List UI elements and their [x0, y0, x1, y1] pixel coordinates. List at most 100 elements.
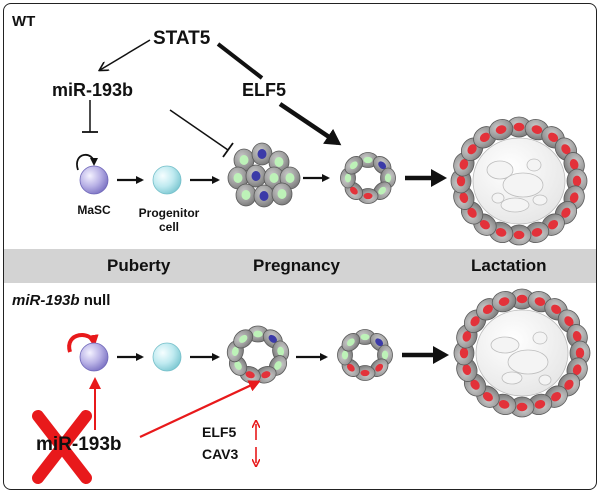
node-mir193b: miR-193b — [52, 80, 134, 100]
cell-nucleus — [479, 220, 490, 230]
cell-nucleus — [516, 294, 528, 304]
cell-nucleus — [239, 334, 248, 343]
cell-nucleus — [561, 207, 571, 218]
cell-nucleus — [551, 304, 562, 314]
milk-droplet — [490, 336, 520, 354]
panel-label-null-gene: miR-193b — [12, 292, 80, 309]
inhibit-mir193b-pregnancy — [169, 109, 229, 151]
cell-nucleus — [234, 361, 242, 370]
node-stat5: STAT5 — [153, 28, 211, 49]
cell-nucleus — [285, 173, 295, 183]
milk-droplet — [532, 331, 548, 345]
cell-label-masc: MaSC — [77, 203, 111, 217]
milk-droplet — [507, 349, 549, 375]
cell-nucleus — [531, 228, 543, 237]
cell-nucleus — [349, 161, 358, 170]
figure-frame — [3, 3, 597, 490]
milk-droplet — [500, 197, 530, 213]
cell-nucleus — [564, 379, 574, 390]
cell-nucleus — [233, 173, 243, 183]
cell-nucleus — [548, 220, 559, 230]
cell-nucleus — [470, 316, 480, 327]
deleted-gene-label: miR-193b — [36, 434, 122, 455]
cell-nucleus — [459, 192, 469, 203]
cell-nucleus — [482, 392, 493, 402]
cell-nucleus — [561, 144, 571, 155]
cell-nucleus — [245, 371, 255, 379]
cell-nucleus — [572, 175, 582, 187]
cell-nucleus — [259, 191, 269, 201]
cell-nucleus — [344, 173, 352, 183]
cell-nucleus — [274, 157, 284, 167]
progenitor-cell-null — [152, 342, 182, 372]
cell-nucleus — [363, 156, 373, 164]
cell-nucleus — [495, 228, 507, 237]
cell-nucleus — [456, 175, 466, 187]
curved-arrow-icon — [67, 333, 99, 353]
alveolus-small-wt — [340, 152, 396, 204]
cell-nucleus — [575, 347, 585, 359]
cell-nucleus — [495, 125, 507, 134]
gene-label-cav3: CAV3 — [202, 446, 239, 462]
cell-nucleus — [569, 192, 579, 203]
cell-nucleus — [467, 144, 477, 155]
alveolus-small-null — [337, 329, 393, 381]
cell-nucleus — [277, 346, 285, 357]
alveolus-pregnancy-null — [226, 325, 290, 384]
cell-nucleus — [360, 333, 370, 341]
cell-nucleus — [269, 173, 279, 183]
cell-nucleus — [375, 363, 384, 372]
cell-nucleus — [531, 125, 543, 134]
alveolus-lactation-null — [453, 288, 591, 418]
panel-label-null: miR-193b null — [12, 292, 110, 309]
cell-nucleus — [241, 190, 251, 200]
cell-nucleus — [381, 350, 389, 360]
arrow-stat5-to-mir193b — [100, 39, 151, 70]
milk-droplet — [526, 158, 542, 172]
cell-nucleus — [569, 159, 579, 170]
cell-nucleus — [253, 330, 263, 338]
cell-nucleus — [459, 159, 469, 170]
cell-nucleus — [231, 346, 239, 357]
milk-droplet — [532, 194, 548, 206]
cell-nucleus — [516, 402, 528, 412]
cell-nucleus — [346, 363, 355, 372]
progenitor-cluster-wt — [227, 142, 301, 208]
cell-nucleus — [268, 334, 277, 343]
gene-label-elf5: ELF5 — [202, 424, 237, 440]
cell-nucleus — [467, 207, 477, 218]
cell-nucleus — [548, 132, 559, 142]
cell-nucleus — [479, 132, 490, 142]
cell-label-progenitor: Progenitor — [138, 206, 200, 220]
red-x-icon — [32, 410, 92, 484]
cell-nucleus — [462, 331, 472, 342]
cell-nucleus — [274, 361, 282, 370]
cell-nucleus — [257, 149, 267, 159]
cell-nucleus — [251, 171, 261, 181]
cell-nucleus — [341, 350, 349, 360]
arrow-elf5-to-alveolus — [278, 102, 342, 146]
red-arrow-to-alveolus — [139, 380, 261, 438]
cell-nucleus — [239, 155, 249, 165]
panel-label-wt: WT — [12, 13, 36, 30]
milk-droplet — [501, 371, 523, 385]
cell-nucleus — [384, 173, 392, 183]
cell-nucleus — [572, 364, 582, 375]
cell-nucleus — [346, 338, 355, 347]
stage-label-puberty: Puberty — [107, 256, 171, 275]
cell-nucleus — [551, 392, 562, 402]
alveolus-lactation-wt — [450, 116, 588, 246]
progenitor-cell-wt — [152, 165, 182, 195]
cell-nucleus — [378, 161, 387, 170]
cell-nucleus — [459, 347, 469, 359]
cell-nucleus — [363, 192, 373, 200]
cell-nucleus — [498, 400, 510, 409]
stage-label-pregnancy: Pregnancy — [253, 256, 340, 275]
cell-nucleus — [470, 379, 480, 390]
arrow-stat5-to-elf5 — [216, 42, 264, 80]
inhibit-bar-pregnancy — [222, 142, 234, 158]
cell-nucleus — [261, 371, 271, 379]
cell-nucleus — [513, 230, 525, 240]
cell-nucleus — [462, 364, 472, 375]
milk-droplet — [502, 172, 544, 198]
